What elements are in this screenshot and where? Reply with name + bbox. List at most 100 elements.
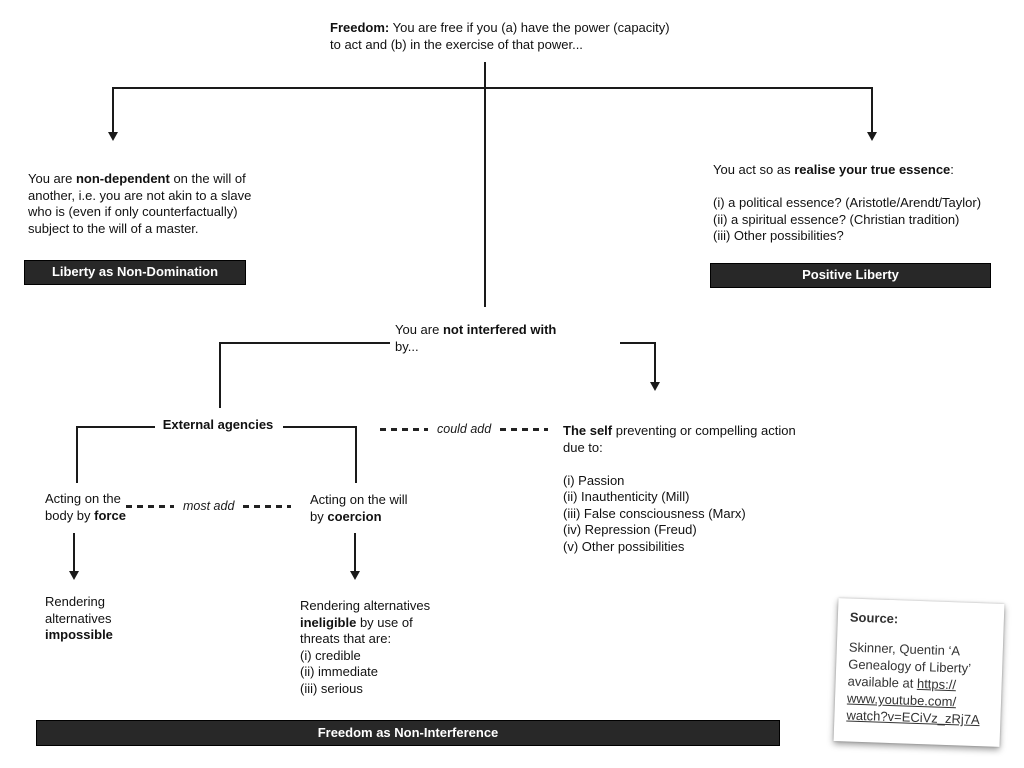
- text-segment: ineligible: [300, 614, 357, 630]
- text-segment: non-dependent: [75, 171, 170, 186]
- text-segment: by...: [395, 338, 419, 354]
- arrow-down-icon: [650, 382, 660, 391]
- text-line: [713, 179, 981, 196]
- connector-coercion-arrow: [354, 533, 356, 573]
- text-segment: another, i.e. you are not akin to a slav…: [28, 187, 252, 203]
- text-line: (i) Passion: [563, 473, 796, 490]
- connector-top-horizontal: [113, 87, 873, 89]
- text-line: You are not interfered with: [395, 322, 556, 339]
- text-line: impossible: [45, 627, 113, 644]
- text-segment: You are free if you (a) have the power (…: [389, 20, 670, 35]
- text-segment: Rendering alternatives: [300, 598, 431, 613]
- dashed-line: [243, 504, 292, 508]
- connector-left-drop: [112, 87, 114, 133]
- arrow-down-icon: [350, 571, 360, 580]
- text-segment: You act so as: [713, 162, 795, 177]
- text-line: to act and (b) in the exercise of that p…: [330, 37, 670, 54]
- text-segment: on the will of: [169, 171, 246, 186]
- text-segment: force: [94, 507, 126, 523]
- text-segment: :: [950, 162, 954, 177]
- source-link[interactable]: https://: [916, 675, 957, 693]
- connector-right-drop: [871, 87, 873, 133]
- text-segment: You are: [395, 322, 443, 337]
- text-line: Acting on the will: [310, 492, 408, 509]
- text-line: ineligible by use of: [300, 615, 430, 632]
- connector-interference-left-horizontal: [220, 342, 390, 344]
- connector-interference-left-vertical: [219, 342, 221, 408]
- text-line: Acting on the: [45, 491, 126, 508]
- connector-interference-right-horizontal: [620, 342, 656, 344]
- text-segment: Acting on the: [45, 491, 121, 506]
- text-line: alternatives: [45, 611, 113, 628]
- text-segment: (v) Other possibilities: [563, 538, 685, 554]
- text-line: The self preventing or compelling action: [563, 423, 796, 440]
- text-line: (ii) a spiritual essence? (Christian tra…: [713, 212, 981, 229]
- text-line: (i) a political essence? (Aristotle/Aren…: [713, 195, 981, 212]
- connector-force-arrow: [73, 533, 75, 573]
- text-line: by...: [395, 339, 556, 356]
- connector-external-left-vertical: [76, 426, 78, 483]
- text-segment: (i) a political essence? (Aristotle/Aren…: [713, 195, 982, 210]
- text-segment: not interfered with: [442, 322, 557, 337]
- connector-external-left-horizontal: [77, 426, 155, 428]
- connector-external-right-horizontal: [283, 426, 357, 428]
- text-line: (iv) Repression (Freud): [563, 522, 796, 539]
- text-line: another, i.e. you are not akin to a slav…: [28, 188, 251, 205]
- text-line: (v) Other possibilities: [563, 539, 796, 556]
- text-segment: alternatives: [45, 610, 112, 626]
- text-line: [563, 456, 796, 473]
- text-line: (iii) serious: [300, 681, 430, 698]
- source-link[interactable]: watch?v=ECiVz_zRj7A: [846, 707, 980, 728]
- text-segment: to act and (b) in the exercise of that p…: [330, 36, 583, 52]
- text-line: watch?v=ECiVz_zRj7A: [846, 706, 989, 728]
- dashed-line: [380, 427, 428, 431]
- text-line: Rendering alternatives: [300, 598, 430, 615]
- text-segment: (iv) Repression (Freud): [563, 522, 697, 537]
- text-segment: You are: [28, 171, 76, 186]
- text-segment: The self: [563, 423, 613, 438]
- positive-liberty-badge: Positive Liberty: [710, 263, 991, 288]
- text-segment: External agencies: [162, 417, 274, 432]
- text-segment: body by: [45, 507, 95, 523]
- root-definition-freedom: Freedom: You are free if you (a) have th…: [330, 20, 670, 53]
- text-segment: impossible: [45, 627, 113, 642]
- most-add-annotation: most add: [126, 498, 292, 515]
- text-segment: (iii) False consciousness (Marx): [563, 505, 746, 521]
- text-line: who is (even if only counterfactually): [28, 204, 251, 221]
- text-segment: who is (even if only counterfactually): [28, 204, 238, 219]
- the-self-node: The self preventing or compelling action…: [563, 423, 796, 555]
- arrow-down-icon: [108, 132, 118, 141]
- dashed-line: [126, 504, 174, 508]
- text-line: (iii) False consciousness (Marx): [563, 506, 796, 523]
- text-segment: (i) Passion: [563, 472, 625, 488]
- text-line: You are non-dependent on the will of: [28, 171, 251, 188]
- liberty-as-non-domination-badge: Liberty as Non-Domination: [24, 260, 246, 285]
- text-segment: (iii) Other possibilities?: [713, 228, 844, 243]
- text-line: (i) credible: [300, 648, 430, 665]
- connector-interference-right-vertical: [654, 342, 656, 383]
- positive-liberty-description: You act so as realise your true essence:…: [713, 162, 981, 245]
- text-segment: realise your true essence: [794, 162, 951, 177]
- text-line: External agencies: [148, 417, 288, 434]
- text-segment: (ii) immediate: [300, 664, 379, 679]
- text-segment: Freedom:: [330, 20, 390, 35]
- arrow-down-icon: [69, 571, 79, 580]
- text-segment: Rendering: [45, 594, 105, 609]
- text-line: (ii) immediate: [300, 664, 430, 681]
- text-segment: (ii) Inauthenticity (Mill): [563, 489, 690, 504]
- dashed-line: [500, 427, 549, 431]
- text-segment: (i) credible: [300, 647, 361, 663]
- text-line: body by force: [45, 508, 126, 525]
- text-segment: available at: [847, 673, 918, 691]
- text-line: You act so as realise your true essence:: [713, 162, 981, 179]
- text-line: (iii) Other possibilities?: [713, 228, 981, 245]
- freedom-as-non-interference-badge: Freedom as Non-Interference: [36, 720, 780, 746]
- text-segment: (iii) serious: [300, 680, 363, 696]
